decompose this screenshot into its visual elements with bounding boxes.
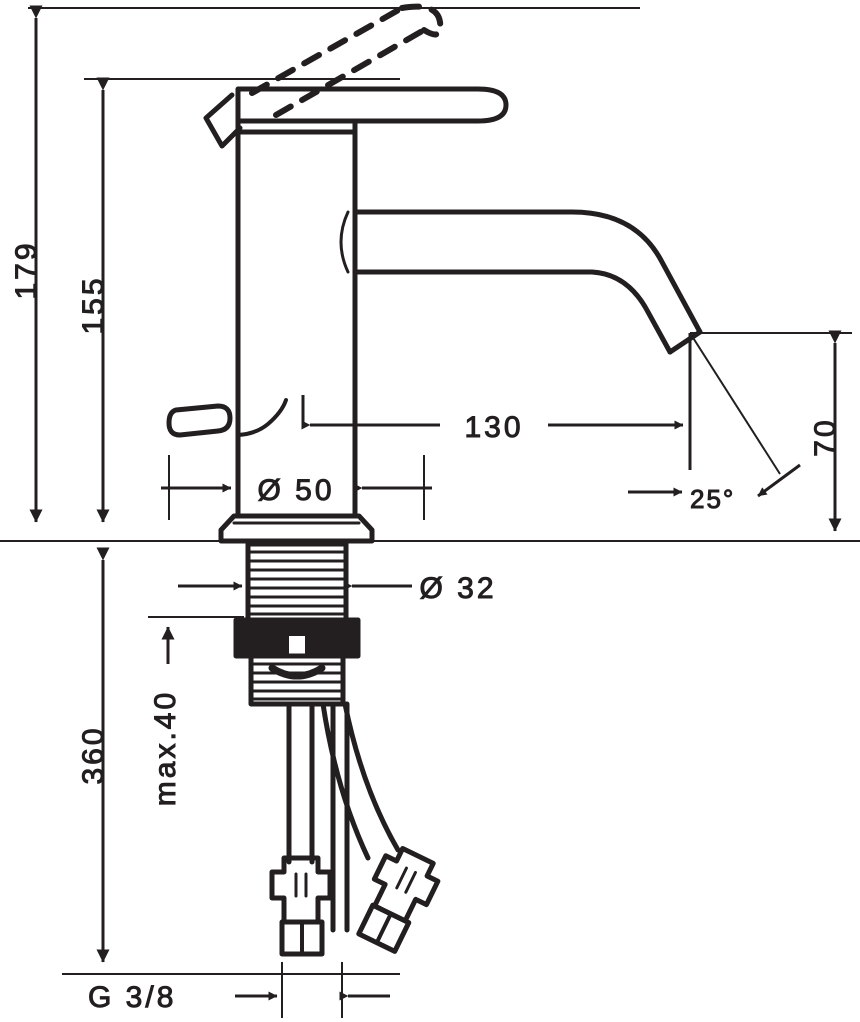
dim-label-total-height: 179 bbox=[10, 240, 43, 299]
lever-handle bbox=[203, 86, 509, 149]
base-flange bbox=[218, 513, 375, 544]
dim-label-spout-height: 155 bbox=[77, 275, 110, 334]
dim-body-diameter bbox=[161, 455, 432, 520]
popup-waste-rod bbox=[166, 398, 288, 438]
dim-label-shank-diameter: Ø 32 bbox=[419, 572, 496, 605]
spout bbox=[339, 209, 703, 355]
dim-outlet-angle bbox=[628, 332, 801, 498]
dim-label-thread-size: G 3/8 bbox=[88, 981, 176, 1014]
dim-label-hose-length: 360 bbox=[77, 725, 110, 784]
dimension-lines-group: 179 155 360 max.40 70 130 bbox=[0, 5, 860, 1018]
faucet-body-column bbox=[235, 127, 358, 519]
handle-cap bbox=[235, 118, 358, 135]
dim-label-spout-reach: 130 bbox=[464, 411, 523, 444]
dim-label-body-diameter: Ø 50 bbox=[257, 474, 334, 507]
mounting-nut bbox=[233, 617, 361, 680]
dim-thread-size bbox=[235, 962, 390, 1018]
dim-label-max-thickness: max.40 bbox=[149, 690, 182, 806]
dim-label-outlet-angle: 25° bbox=[690, 484, 735, 514]
faucet-outline-group bbox=[166, 3, 703, 957]
lower-threaded-section bbox=[248, 653, 346, 707]
dim-spout-reach bbox=[301, 333, 692, 470]
threaded-shank bbox=[245, 541, 349, 623]
supply-hoses bbox=[286, 701, 401, 933]
lever-raised-dashed bbox=[249, 3, 444, 118]
dim-label-outlet-height: 70 bbox=[809, 417, 842, 456]
hose-fitting-right bbox=[356, 845, 441, 954]
hose-fitting-left bbox=[269, 855, 333, 957]
extension-lines bbox=[0, 7, 860, 975]
